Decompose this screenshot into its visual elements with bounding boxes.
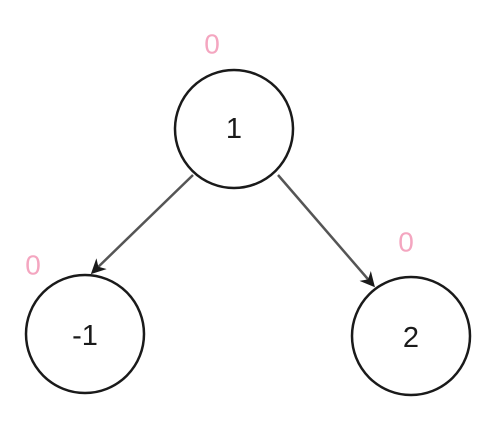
node-root-annotation: 0 [204, 29, 220, 60]
node-right: 2 [350, 275, 472, 397]
node-root-circle [173, 68, 295, 190]
node-right-value: 2 [403, 322, 419, 354]
node-right-annotation: 0 [398, 227, 414, 258]
node-root-value: 1 [226, 113, 242, 145]
node-left-value: -1 [72, 320, 98, 352]
node-left-circle [24, 273, 146, 395]
node-right-circle [350, 275, 472, 397]
edge-root-to-right [277, 174, 375, 288]
node-left-annotation: 0 [25, 250, 41, 281]
node-root: 1 [173, 68, 295, 190]
node-left: -1 [24, 273, 146, 395]
edge-root-to-left [90, 174, 194, 275]
